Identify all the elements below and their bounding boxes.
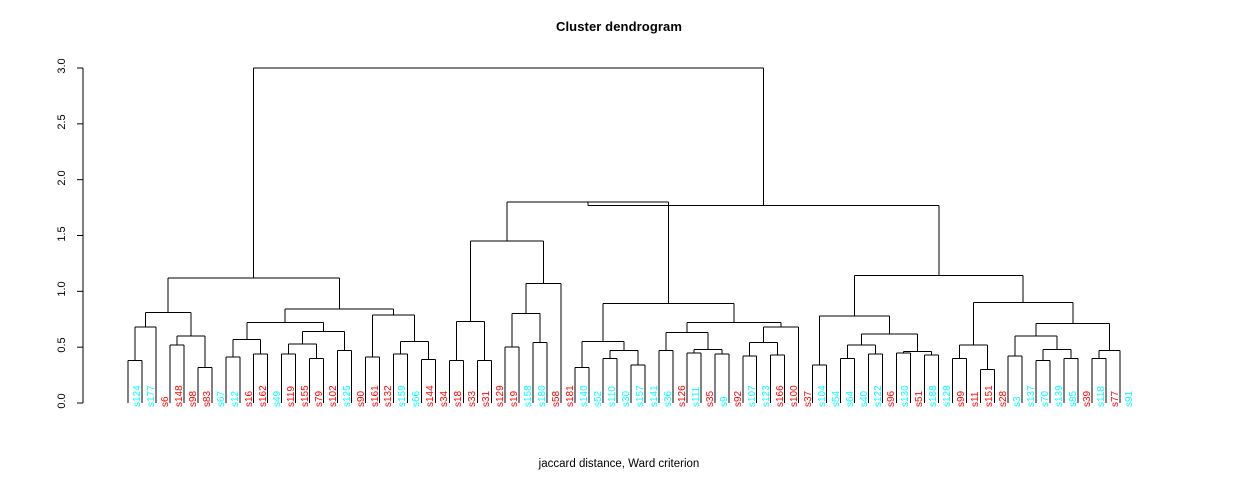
leaf-label: s77	[1110, 390, 1122, 407]
leaf-label: s162	[257, 385, 269, 407]
leaf-label: s30	[621, 390, 632, 407]
leaf-label: s140	[579, 385, 591, 407]
leaf-label: s144	[425, 385, 437, 407]
y-axis	[77, 67, 84, 404]
leaf-label: s51	[914, 390, 926, 407]
leaf-label: s34	[439, 390, 451, 407]
leaf-label: s159	[397, 385, 409, 407]
leaf-label: s16	[243, 390, 255, 407]
leaf-label: s132	[383, 385, 395, 407]
leaf-label: s70	[1040, 390, 1052, 407]
leaf-label: s104	[816, 385, 828, 407]
leaf-label: s123	[760, 385, 772, 407]
leaf-label: s54	[830, 390, 842, 407]
leaf-label: s180	[537, 385, 549, 407]
leaf-label: s9	[718, 396, 730, 407]
leaf-label: s52	[593, 390, 605, 407]
leaf-label: s85	[1068, 390, 1080, 407]
y-tick-label: 2.0	[56, 170, 68, 186]
leaf-label: s107	[746, 385, 758, 407]
leaf-label: s66	[411, 390, 423, 407]
leaf-label: s98	[187, 390, 199, 407]
leaf-label: s40	[858, 390, 870, 407]
leaf-label: s188	[928, 385, 940, 407]
leaf-label: s141	[648, 385, 660, 407]
leaf-label: s28	[998, 390, 1010, 407]
leaf-label: s19	[509, 390, 521, 407]
leaf-label: s110	[607, 386, 619, 407]
leaf-label: s119	[285, 386, 297, 407]
leaf-label: s126	[676, 385, 688, 407]
leaf-label: s18	[453, 390, 465, 407]
leaf-label: s124	[132, 385, 143, 407]
leaf-label: s166	[774, 385, 786, 407]
leaf-label: s36	[662, 390, 674, 407]
leaf-label: s102	[327, 385, 339, 407]
leaf-label: s92	[732, 390, 744, 407]
leaf-label: s37	[802, 390, 814, 407]
leaf-label: s137	[1026, 385, 1038, 407]
leaf-label: s58	[551, 390, 563, 407]
leaf-label: s3	[1012, 396, 1024, 407]
leaf-label: s122	[872, 385, 884, 407]
leaf-label: s6	[159, 396, 171, 407]
leaf-label: s39	[1082, 390, 1094, 407]
dendrogram-tree	[127, 67, 1121, 403]
leaf-label: s12	[229, 390, 241, 407]
leaf-label: s35	[704, 390, 716, 407]
leaf-label: s90	[355, 390, 367, 407]
leaf-label: s83	[201, 390, 213, 407]
leaf-label: s158	[523, 385, 535, 407]
y-tick-label: 1.5	[56, 225, 68, 242]
leaf-label: s49	[271, 390, 283, 407]
leaf-label: s157	[634, 385, 646, 407]
leaf-label: s177	[145, 385, 157, 407]
y-tick-label: 0.5	[56, 337, 68, 353]
y-tick-label: 2.5	[56, 114, 68, 130]
leaf-label: s139	[1054, 385, 1066, 407]
leaf-label: s129	[495, 385, 507, 407]
leaf-label: s130	[900, 385, 912, 407]
leaf-label: s125	[341, 385, 353, 407]
leaf-label: s181	[565, 385, 577, 407]
x-axis-label: jaccard distance, Ward criterion	[538, 458, 700, 470]
leaf-label: s96	[886, 390, 898, 407]
leaf-label: s148	[173, 385, 185, 407]
leaf-label: s111	[690, 386, 702, 407]
leaf-label: s11	[970, 391, 982, 407]
leaf-label: s33	[467, 390, 479, 407]
leaf-label: s79	[313, 390, 325, 407]
leaf-label: s161	[369, 385, 381, 407]
y-tick-label: 1.0	[56, 281, 68, 297]
page-title: Cluster dendrogram	[555, 19, 683, 34]
leaf-label: s67	[215, 390, 227, 407]
leaf-label: s118	[1096, 386, 1108, 407]
leaf-label: s64	[844, 390, 856, 407]
y-tick-label: 3.0	[56, 58, 68, 74]
leaf-label: s99	[956, 390, 968, 407]
leaf-label: s128	[942, 385, 954, 407]
leaf-label: s151	[984, 385, 996, 407]
y-tick-label: 0.0	[56, 393, 68, 409]
leaf-label: s100	[788, 385, 800, 407]
leaf-label: s155	[299, 385, 311, 407]
leaf-label: s31	[481, 390, 493, 407]
leaf-label: s91	[1124, 390, 1135, 407]
